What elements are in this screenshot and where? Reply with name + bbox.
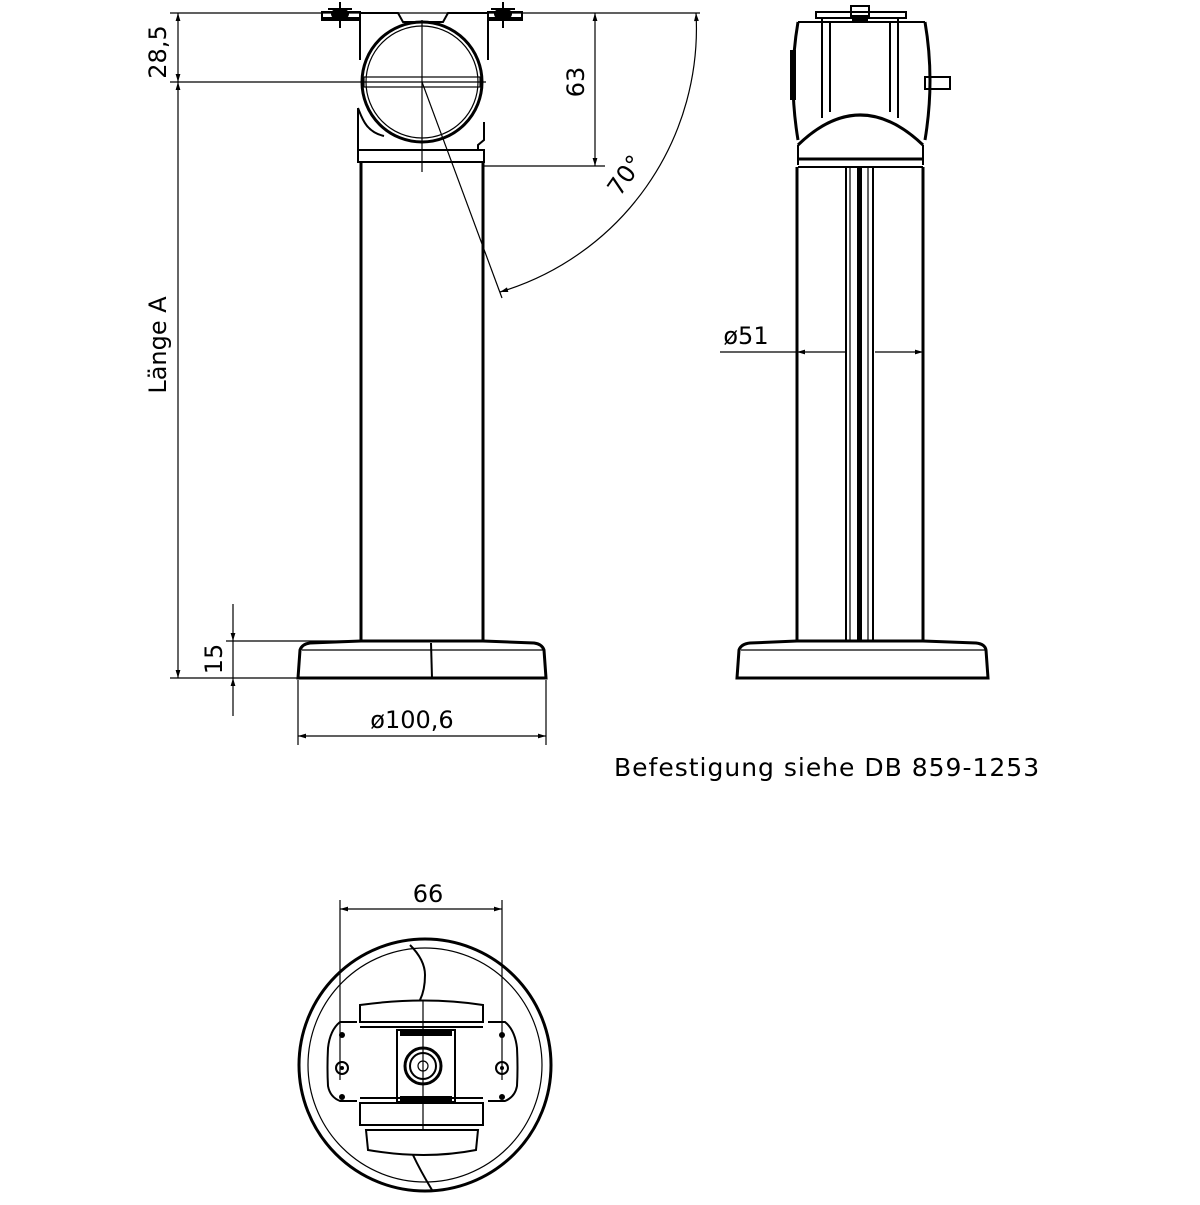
- screw-icon: [491, 2, 515, 28]
- dim-base-diameter: ø100,6: [370, 706, 453, 734]
- base-plate: [296, 639, 548, 680]
- base-plate-side: [735, 639, 990, 680]
- mounting-reference-note: Befestigung siehe DB 859-1253: [614, 753, 1040, 782]
- side-view: ø51: [720, 5, 990, 680]
- dim-top-offset: 28,5: [144, 25, 172, 78]
- dim-length-a: Länge A: [144, 296, 172, 394]
- dim-clamp-height: 63: [562, 67, 590, 98]
- column-tube-side: [795, 167, 925, 641]
- bottom-view: 66: [297, 880, 553, 1193]
- front-view: 28,5 Länge A 63 70° 15 ø100,6: [144, 2, 700, 745]
- dim-hole-spacing: 66: [413, 880, 444, 908]
- tilt-clamp-side: [790, 21, 951, 141]
- mounting-wing-left: [326, 1021, 357, 1102]
- tilt-clamp: [360, 20, 486, 172]
- dim-base-height: 15: [200, 644, 228, 675]
- dim-tube-diameter: ø51: [723, 322, 768, 350]
- column-tube: [359, 162, 485, 641]
- mounting-wing-right: [488, 1021, 519, 1102]
- screw-icon: [328, 2, 352, 28]
